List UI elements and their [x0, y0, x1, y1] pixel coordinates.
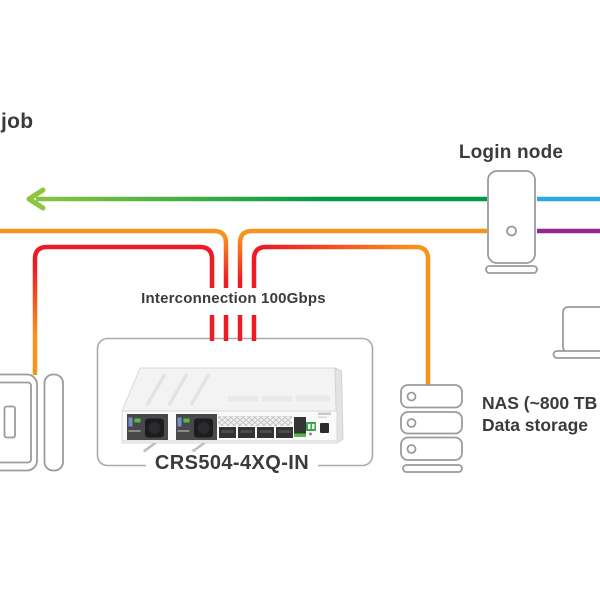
- crs504-switch-illustration: [121, 367, 344, 453]
- laptop-icon: [552, 306, 600, 359]
- tower-server-slot: [3, 405, 16, 439]
- link-orange-left-to-switch: [0, 228, 229, 341]
- nas-drive-unit: [400, 384, 463, 409]
- dc-jack: [320, 423, 329, 433]
- link-orange-login-to-switch: [237, 228, 487, 341]
- laptop-base: [552, 350, 600, 359]
- switch-bottom-shadow: [122, 440, 337, 443]
- link-switch-to-nas: [266, 244, 431, 385]
- switch-model-text: CRS504-4XQ-IN: [145, 452, 319, 475]
- psu-connector: [177, 417, 182, 427]
- login-node-label: Login node: [458, 142, 564, 163]
- mikrotik-logo-mark: [318, 412, 331, 415]
- nas-drive-led: [406, 391, 417, 402]
- top-etched-label: [228, 396, 258, 402]
- interconnection-label: Interconnection 100Gbps: [141, 290, 326, 307]
- psu-connector: [128, 417, 133, 427]
- tower-server-side: [43, 373, 64, 472]
- nas-drive-unit: [400, 436, 463, 461]
- psu-module: [176, 414, 217, 453]
- top-vent-slot: [167, 373, 189, 406]
- tower-pc-base: [485, 265, 538, 274]
- link-switch-riser-nas: [251, 244, 267, 341]
- nas-drive-led: [406, 418, 417, 428]
- ethernet-port: [294, 417, 306, 437]
- top-etched-label: [296, 395, 330, 402]
- nas-label-line2: Data storage: [482, 414, 589, 435]
- power-button-icon: [506, 225, 517, 237]
- job-text-fragment: job: [1, 110, 34, 133]
- psu-led: [183, 418, 190, 423]
- connection-lines: [0, 196, 600, 385]
- reset-button: [309, 432, 312, 436]
- tower-server-icon: [0, 373, 64, 472]
- nas-stack-icon: [400, 384, 463, 473]
- nas-label: NAS (~800 TB Data storage: [482, 393, 597, 436]
- nas-drive-led: [406, 444, 417, 454]
- top-vent-slot: [189, 373, 211, 406]
- port-led: [294, 433, 306, 437]
- left-arrowhead-icon: [26, 187, 46, 211]
- terminal-block: [306, 422, 316, 431]
- psu-module: [127, 414, 168, 453]
- psu-led: [134, 418, 141, 423]
- nas-drive-unit: [400, 411, 463, 435]
- tower-pc-icon: [485, 170, 538, 274]
- top-vent-slot: [145, 373, 167, 406]
- nas-label-line1: NAS (~800 TB: [482, 393, 598, 413]
- link-server-to-switch: [47, 244, 215, 341]
- mikrotik-logo-mark: [318, 416, 327, 418]
- tower-pc-body: [487, 170, 536, 264]
- laptop-screen: [562, 306, 600, 353]
- top-etched-label: [262, 396, 292, 402]
- front-vent-mesh: [218, 416, 292, 426]
- switch-model-label: CRS504-4XQ-IN: [112, 452, 352, 475]
- link-server-riser: [32, 244, 48, 375]
- nas-base: [402, 464, 463, 473]
